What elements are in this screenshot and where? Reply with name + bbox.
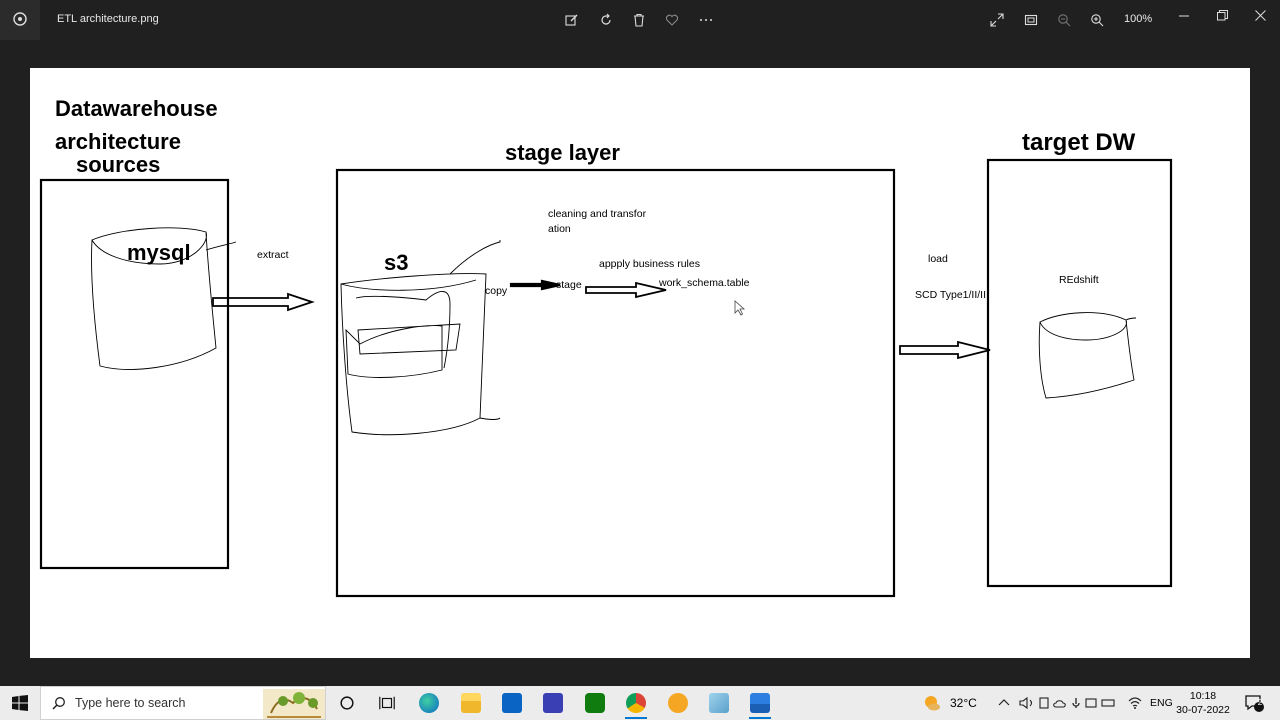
work-schema-label: work_schema.table	[659, 277, 750, 289]
target-dw-box	[986, 158, 1173, 588]
clock-time: 10:18	[1189, 690, 1217, 702]
fullscreen-icon[interactable]	[986, 9, 1008, 31]
battery-icon	[1101, 699, 1115, 707]
taskbar-photos[interactable]	[739, 686, 781, 720]
minimize-button[interactable]	[1164, 0, 1204, 30]
pencil-app-icon	[709, 693, 729, 713]
edit-icon[interactable]	[561, 9, 583, 31]
diagram-title-line1: Datawarehouse	[55, 96, 218, 121]
fit-to-window-icon[interactable]	[1020, 9, 1042, 31]
mouse-cursor-icon	[734, 300, 746, 316]
search-highlight-art-icon	[263, 689, 325, 719]
taskbar-mail[interactable]	[491, 686, 533, 720]
cortana-button[interactable]	[326, 686, 368, 720]
chrome-browser-icon	[626, 693, 646, 713]
favorite-icon[interactable]	[661, 9, 683, 31]
more-options-icon[interactable]	[695, 9, 717, 31]
tablet-icon	[1039, 697, 1049, 709]
taskbar-xbox[interactable]	[574, 686, 616, 720]
system-tray-icons	[986, 686, 1126, 720]
notification-icon	[1245, 695, 1264, 712]
load-arrow	[899, 340, 991, 360]
s3-bucket	[340, 240, 501, 436]
redshift-label: REdshift	[1059, 274, 1099, 286]
wifi-icon	[1128, 697, 1142, 709]
restore-button[interactable]	[1202, 0, 1242, 30]
photos-app-icon[interactable]	[0, 0, 40, 40]
stage-layer-box	[335, 168, 896, 598]
weather-widget[interactable]: 32°C	[922, 686, 977, 720]
weather-temp: 32°C	[950, 696, 977, 710]
scd-label: SCD Type1/II/III	[915, 289, 989, 301]
transform-arrow	[585, 281, 667, 299]
image-canvas: Datawarehouse architecture sources mysql…	[30, 68, 1250, 658]
extract-arrow	[212, 292, 315, 312]
mysql-cylinder	[91, 227, 237, 370]
taskbar-edge[interactable]	[408, 686, 450, 720]
notification-center-button[interactable]: 2	[1244, 686, 1264, 720]
title-bar: ETL architecture.png 100%	[0, 0, 1280, 40]
cortana-circle-icon	[340, 696, 354, 710]
window-title: ETL architecture.png	[57, 13, 159, 25]
zoom-out-icon[interactable]	[1053, 9, 1075, 31]
redshift-cylinder	[1038, 312, 1137, 399]
taskbar-visual-studio[interactable]	[532, 686, 574, 720]
search-icon	[52, 697, 65, 710]
sources-label: sources	[76, 152, 161, 177]
mail-icon	[502, 693, 522, 713]
stage-layer-label: stage layer	[505, 140, 620, 165]
folder-icon	[461, 693, 481, 713]
taskbar-clock[interactable]: 10:18 30-07-2022	[1168, 689, 1238, 717]
windows-logo-icon	[12, 695, 28, 711]
taskbar-pencil-app[interactable]	[698, 686, 740, 720]
business-rules-label: appply business rules	[599, 258, 700, 270]
s3-label: s3	[384, 250, 409, 275]
copy-label: copy	[485, 285, 508, 297]
edge-browser-icon	[419, 693, 439, 713]
snowflake-app-icon	[668, 693, 688, 713]
microphone-icon	[1072, 698, 1080, 708]
close-button[interactable]	[1240, 0, 1280, 30]
taskbar: 32°C ENG 10:18 30-07-2022	[0, 686, 1280, 720]
delete-icon[interactable]	[628, 9, 650, 31]
sun-cloud-icon	[925, 696, 940, 711]
etl-diagram-drawing	[39, 158, 1173, 598]
xbox-icon	[585, 693, 605, 713]
language-indicator[interactable]: ENG	[1150, 697, 1173, 709]
sources-box	[39, 178, 230, 570]
taskbar-snowflake-app[interactable]	[657, 686, 699, 720]
keyboard-pen-icon	[1085, 698, 1097, 708]
start-button[interactable]	[0, 686, 40, 720]
stage-label: stage	[556, 279, 582, 291]
task-view-button[interactable]	[366, 686, 408, 720]
zoom-level[interactable]: 100%	[1124, 13, 1153, 25]
cleaning-label-line1: cleaning and transfor	[548, 208, 647, 220]
target-dw-label: target DW	[1022, 129, 1136, 156]
rotate-icon[interactable]	[595, 9, 617, 31]
zoom-in-icon[interactable]	[1086, 9, 1108, 31]
onedrive-cloud-icon	[1053, 700, 1066, 708]
copy-arrow	[509, 279, 561, 291]
visual-studio-icon	[543, 693, 563, 713]
cleaning-label-line2: ation	[548, 223, 571, 235]
extract-label: extract	[257, 249, 289, 261]
task-view-icon	[379, 696, 395, 710]
speaker-icon	[1019, 696, 1033, 710]
search-input[interactable]	[75, 696, 275, 710]
wifi-button[interactable]	[1128, 686, 1142, 720]
load-label: load	[928, 253, 948, 265]
chevron-up-icon	[998, 699, 1010, 706]
taskbar-search[interactable]	[40, 686, 326, 720]
mysql-label: mysql	[127, 240, 191, 265]
taskbar-chrome[interactable]	[615, 686, 657, 720]
photos-app-icon	[750, 693, 770, 713]
notification-count: 2	[1257, 698, 1263, 707]
clock-date: 30-07-2022	[1176, 704, 1230, 716]
diagram-title-line2: architecture	[55, 129, 181, 154]
taskbar-file-explorer[interactable]	[450, 686, 492, 720]
